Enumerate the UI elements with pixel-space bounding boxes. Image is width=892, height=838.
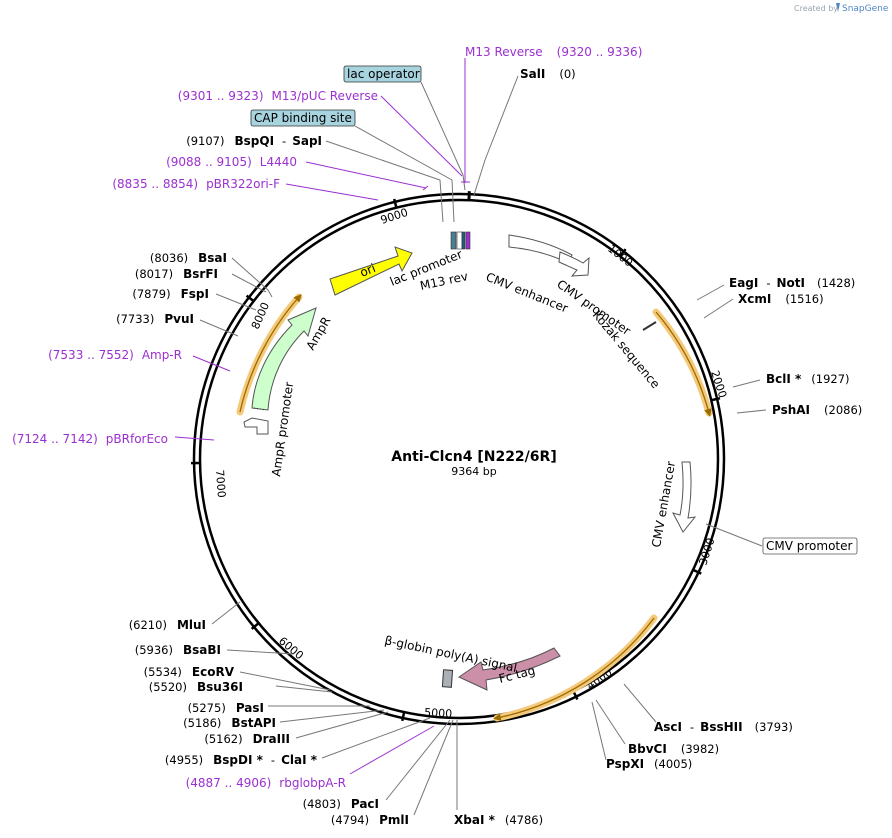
primer-amp-r-name: Amp-R (142, 348, 182, 362)
site-bstapi[interactable]: (5186)BstAPI (183, 716, 276, 730)
tick-2000 (710, 396, 721, 402)
site-bbvci[interactable]: BbvCI(3982) (628, 742, 719, 756)
site-bcli[interactable]: BclI *(1927) (766, 372, 850, 386)
plasmid-length: 9364 bp (451, 465, 496, 478)
tick-label-2000: 2000 (708, 369, 729, 400)
tick-label-9000: 9000 (379, 206, 410, 227)
primer-rbglobpa-range: (4887 .. 4906) (186, 776, 272, 790)
tick-8000 (245, 294, 255, 303)
site-xbai[interactable]: XbaI *(4786) (454, 813, 543, 827)
site-fspi[interactable]: (7879)FspI (132, 287, 209, 301)
site-paci[interactable]: (4803)PacI (303, 797, 379, 811)
credit-brand: SnapGene (842, 4, 889, 14)
lac-promoter-block[interactable] (450, 231, 471, 250)
site-bsrfi[interactable]: (8017)BsrFI (135, 267, 218, 281)
cap-site-box[interactable] (250, 109, 356, 127)
ampr-promoter-feature[interactable] (243, 417, 269, 435)
lac-operator-box[interactable] (343, 65, 422, 83)
primer-m13-puc-range: (9301 .. 9323) (178, 89, 264, 103)
site-xcmi[interactable]: XcmI(1516) (738, 292, 824, 306)
ampr-dots (253, 407, 267, 411)
site-pvui[interactable]: (7733)PvuI (116, 312, 194, 326)
site-bsabi[interactable]: (5936)BsaBI (135, 643, 221, 657)
site-bspdi-clai[interactable]: (4955)BspDI *-ClaI * (165, 753, 318, 767)
site-leaders (199, 75, 767, 816)
site-pmli[interactable]: (4794)PmlI (331, 813, 409, 827)
backbone-outer (192, 192, 726, 726)
primer-rbglobpa-r[interactable]: (4887 .. 4906) rbglobpA-R (186, 776, 346, 790)
primer-pbrforeco-name: pBRforEco (106, 432, 168, 446)
plasmid-name: Anti-Clcn4 [N222/6R] (391, 449, 556, 465)
site-draiii[interactable]: (5162)DraIII (204, 732, 290, 746)
lac-operator-text: lac operator (347, 67, 420, 81)
bglobin-label: β-globin poly(A) signal (383, 633, 518, 675)
cmv-enhancer2-label: CMV enhancer (649, 460, 678, 548)
primer-m13-puc-reverse[interactable]: (9301 .. 9323) M13/pUC Reverse (178, 89, 378, 103)
primer-l4440-range: (9088 .. 9105) (166, 155, 252, 169)
backbone-inner (198, 198, 720, 720)
site-ecorv[interactable]: (5534)EcoRV (144, 665, 235, 679)
site-bsai[interactable]: (8036)BsaI (150, 251, 227, 265)
primer-pbrforeco[interactable]: (7124 .. 7142) pBRforEco (12, 432, 168, 446)
tick-1000 (619, 248, 627, 257)
cmv-promoter-box[interactable] (762, 537, 858, 555)
primer-pbr322ori-f[interactable]: (8835 .. 8854) pBR322ori-F (112, 177, 280, 191)
fc-tag-feature[interactable] (457, 647, 561, 691)
tick-3000 (692, 568, 702, 575)
site-pspxi[interactable]: PspXI(4005) (606, 757, 692, 771)
kozak-label: Kozak sequence (590, 308, 663, 391)
cmv-enhancer2-feature[interactable] (672, 461, 697, 533)
kozak-mark (642, 321, 657, 331)
tick-marks (191, 191, 721, 722)
primer-m13-reverse-name: M13 Reverse (465, 45, 543, 59)
primer-m13-reverse-range: (9320 .. 9336) (557, 45, 643, 59)
primer-m13-puc-name: M13/pUC Reverse (272, 89, 379, 103)
primer-rbglobpa-name: rbglobpA-R (279, 776, 346, 790)
ori-feature[interactable] (329, 246, 413, 296)
primer-amp-r[interactable]: (7533 .. 7552) Amp-R (48, 348, 182, 362)
primer-pbr322ori-range: (8835 .. 8854) (112, 177, 198, 191)
ori-label: ori (358, 261, 378, 280)
tick-label-5000: 5000 (424, 706, 453, 720)
site-sali[interactable]: SalI(0) (520, 67, 576, 81)
cmv-promoter-box-text: CMV promoter (766, 539, 853, 553)
site-bsu36i[interactable]: (5520)Bsu36I (149, 680, 243, 694)
primer-leaders (174, 58, 470, 775)
primer-l4440-name: L4440 (260, 155, 297, 169)
site-bspqi-sapi[interactable]: (9107)BspQI-SapI (186, 134, 322, 148)
primer-l4440[interactable]: (9088 .. 9105) L4440 (166, 155, 297, 169)
tick-6000 (250, 622, 260, 630)
primer-pbr322ori-name: pBR322ori-F (206, 177, 280, 191)
tick-label-8000: 8000 (249, 300, 272, 331)
cmv-promoter-feature[interactable] (558, 251, 590, 277)
site-asci-bsshii[interactable]: AscI-BssHII(3793) (654, 720, 793, 734)
site-pshai[interactable]: PshAI(2086) (772, 403, 862, 417)
orf-highlights (236, 293, 713, 722)
tick-9000 (392, 198, 398, 208)
site-eagi-noti[interactable]: EagI-NotI(1428) (729, 276, 855, 290)
credit-text: Created by (794, 4, 838, 13)
cmv-enhancer-label: CMV enhancer (484, 270, 570, 316)
tick-5000 (401, 711, 406, 722)
tick-label-7000: 7000 (213, 469, 228, 498)
ampr-promoter-label: AmpR promoter (269, 381, 296, 477)
primer-amp-r-range: (7533 .. 7552) (48, 348, 134, 362)
ampr-feature[interactable] (251, 307, 317, 411)
site-pasi[interactable]: (5275)PasI (188, 701, 264, 715)
site-mlui[interactable]: (6210)MluI (129, 618, 206, 632)
bglobin-feature[interactable] (441, 669, 454, 688)
primer-m13-reverse[interactable]: M13 Reverse (9320 .. 9336) (465, 45, 642, 59)
snapgene-logo-icon (836, 3, 840, 12)
tick-label-3000: 3000 (696, 536, 717, 567)
primer-pbrforeco-range: (7124 .. 7142) (12, 432, 98, 446)
cap-site-text: CAP binding site (254, 111, 352, 125)
